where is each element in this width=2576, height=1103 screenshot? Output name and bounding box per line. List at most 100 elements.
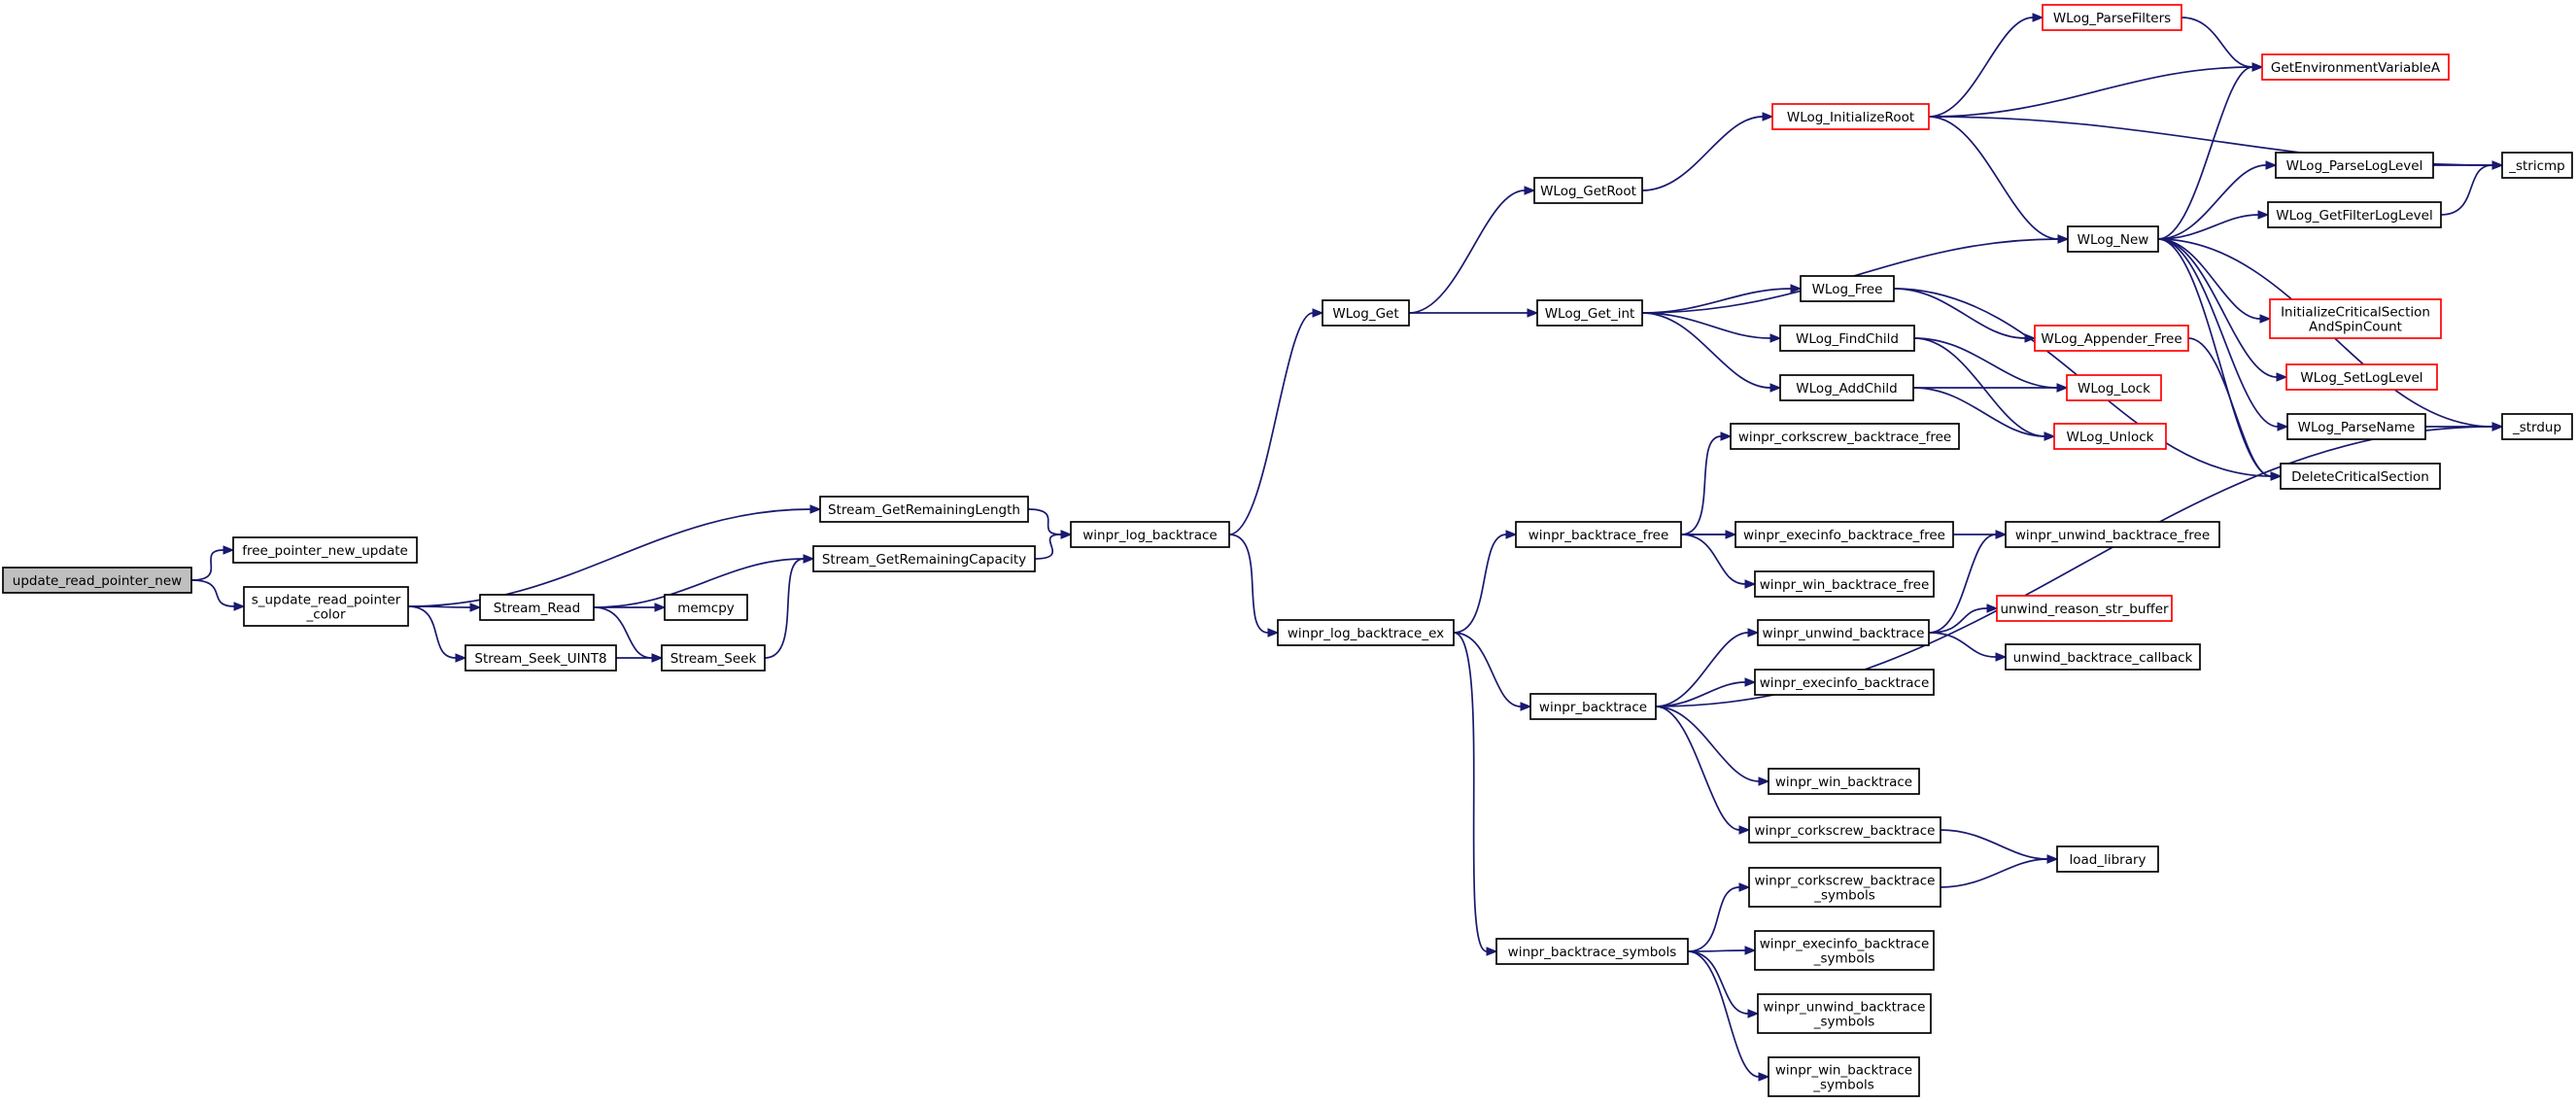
- node-wlog-getfilterloglevel[interactable]: WLog_GetFilterLogLevel: [2267, 201, 2442, 228]
- edge-s-update-read-pointer-color-to-stream-seek-uint8: [407, 605, 467, 663]
- node-winpr-corkscrew-backtrace[interactable]: winpr_corkscrew_backtrace: [1748, 816, 1941, 844]
- node-stream-seek-uint8[interactable]: Stream_Seek_UINT8: [464, 644, 617, 672]
- node-box: [1070, 521, 1230, 548]
- node-label: WLog_AddChild: [1796, 381, 1897, 396]
- node-label: InitializeCriticalSection: [2281, 305, 2430, 321]
- node-winpr-backtrace-free[interactable]: winpr_backtrace_free: [1515, 521, 1682, 548]
- node-winpr-log-backtrace-ex[interactable]: winpr_log_backtrace_ex: [1277, 619, 1455, 646]
- node-winpr-corkscrew-backtrace-symbols[interactable]: winpr_corkscrew_backtrace_symbols: [1748, 867, 1941, 908]
- edge-s-update-read-pointer-color-to-stream-read: [407, 603, 482, 612]
- node-winpr-win-backtrace-symbols[interactable]: winpr_win_backtrace_symbols: [1768, 1056, 1920, 1097]
- node-box: [1996, 595, 2173, 622]
- node-winpr-backtrace[interactable]: winpr_backtrace: [1529, 693, 1657, 720]
- node-wlog-parseloglevel[interactable]: WLog_ParseLogLevel: [2275, 152, 2434, 179]
- node-label: winpr_win_backtrace: [1775, 1063, 1912, 1079]
- node-label: winpr_execinfo_backtrace: [1760, 937, 1930, 952]
- node-box: [1754, 570, 1935, 598]
- node-wlog-get[interactable]: WLog_Get: [1322, 299, 1410, 327]
- node-stream-read[interactable]: Stream_Read: [479, 594, 595, 621]
- node--strdup[interactable]: _strdup: [2501, 413, 2573, 440]
- node-s-update-read-pointer-color[interactable]: s_update_read_pointer_color: [243, 586, 409, 627]
- edge-winpr-backtrace-to-winpr-unwind-backtrace: [1655, 628, 1760, 707]
- node-wlog-free[interactable]: WLog_Free: [1800, 275, 1895, 302]
- node-load-library[interactable]: load_library: [2056, 845, 2159, 873]
- node-box: [1529, 693, 1657, 720]
- edge-winpr-corkscrew-backtrace-to-load-library: [1940, 829, 2059, 864]
- node-wlog-new[interactable]: WLog_New: [2067, 225, 2159, 253]
- node-label: WLog_Appender_Free: [2041, 331, 2181, 347]
- node-box: [812, 545, 1036, 572]
- node-box: [1800, 275, 1895, 302]
- node-box: [1515, 521, 1682, 548]
- node-box: [1748, 867, 1941, 908]
- node-box: [1322, 299, 1410, 327]
- node-winpr-backtrace-symbols[interactable]: winpr_backtrace_symbols: [1495, 938, 1689, 965]
- node-stream-seek[interactable]: Stream_Seek: [661, 644, 766, 672]
- node-label: s_update_read_pointer: [252, 593, 401, 608]
- node-label: winpr_backtrace_free: [1528, 528, 1669, 543]
- node-wlog-findchild[interactable]: WLog_FindChild: [1779, 325, 1915, 352]
- node-wlog-parsename[interactable]: WLog_ParseName: [2286, 413, 2426, 440]
- node-memcpy[interactable]: memcpy: [664, 594, 748, 621]
- node-label: memcpy: [677, 601, 735, 616]
- node-winpr-win-backtrace[interactable]: winpr_win_backtrace: [1768, 768, 1920, 795]
- node-free-pointer-new-update[interactable]: free_pointer_new_update: [232, 536, 418, 564]
- node-unwind-reason-str-buffer[interactable]: unwind_reason_str_buffer: [1996, 595, 2173, 622]
- node-label: WLog_SetLogLevel: [2300, 370, 2422, 386]
- edge-wlog-new-to-getenvironmentvariablea: [2157, 62, 2264, 240]
- edge-wlog-addchild-to-wlog-unlock: [1912, 387, 2056, 441]
- node-label: winpr_corkscrew_backtrace_free: [1738, 430, 1951, 445]
- node-box: [2, 567, 192, 594]
- edge-wlog-getroot-to-wlog-initializeroot: [1641, 112, 1774, 191]
- node-winpr-unwind-backtrace[interactable]: winpr_unwind_backtrace: [1757, 619, 1930, 646]
- node-box: [2285, 363, 2438, 391]
- node-wlog-appender-free[interactable]: WLog_Appender_Free: [2034, 325, 2189, 352]
- node-label: WLog_Get: [1332, 306, 1398, 322]
- node-winpr-execinfo-backtrace[interactable]: winpr_execinfo_backtrace: [1754, 669, 1935, 696]
- edge-wlog-new-to-initializecriticalsectionandspincount: [2157, 238, 2272, 324]
- node-wlog-get-int[interactable]: WLog_Get_int: [1536, 299, 1643, 327]
- node-label: WLog_New: [2078, 232, 2149, 248]
- node-label: GetEnvironmentVariableA: [2271, 60, 2441, 76]
- node-wlog-lock[interactable]: WLog_Lock: [2066, 374, 2162, 401]
- node-label: winpr_win_backtrace: [1775, 775, 1912, 790]
- node-box: [2261, 53, 2450, 81]
- node-winpr-win-backtrace-free[interactable]: winpr_win_backtrace_free: [1754, 570, 1935, 598]
- node-stream-getremainingcapacity[interactable]: Stream_GetRemainingCapacity: [812, 545, 1036, 572]
- node-label: Stream_GetRemainingLength: [828, 502, 1020, 518]
- node-label: _symbols: [1813, 888, 1875, 904]
- node-wlog-parsefilters[interactable]: WLog_ParseFilters: [2042, 4, 2182, 31]
- node-getenvironmentvariablea[interactable]: GetEnvironmentVariableA: [2261, 53, 2450, 81]
- node-box: [1730, 423, 1960, 450]
- node-label: winpr_log_backtrace_ex: [1288, 626, 1444, 641]
- edge-wlog-new-to-wlog-parseloglevel: [2157, 160, 2278, 240]
- node-box: [1754, 669, 1935, 696]
- node-wlog-unlock[interactable]: WLog_Unlock: [2053, 423, 2167, 450]
- edge-wlog-initializeroot-to-wlog-parsefilters: [1928, 13, 2044, 118]
- node-unwind-backtrace-callback[interactable]: unwind_backtrace_callback: [2005, 643, 2201, 671]
- node-label: _color: [306, 607, 346, 623]
- node-deletecriticalsection[interactable]: DeleteCriticalSection: [2280, 463, 2441, 490]
- node-wlog-initializeroot[interactable]: WLog_InitializeRoot: [1771, 103, 1930, 130]
- node-wlog-setloglevel[interactable]: WLog_SetLogLevel: [2285, 363, 2438, 391]
- node-box: [243, 586, 409, 627]
- node-winpr-unwind-backtrace-free[interactable]: winpr_unwind_backtrace_free: [2005, 521, 2220, 548]
- node-winpr-execinfo-backtrace-free[interactable]: winpr_execinfo_backtrace_free: [1735, 521, 1954, 548]
- node-winpr-unwind-backtrace-symbols[interactable]: winpr_unwind_backtrace_symbols: [1757, 993, 1932, 1034]
- node-stream-getremaininglength[interactable]: Stream_GetRemainingLength: [819, 496, 1029, 523]
- node-winpr-execinfo-backtrace-symbols[interactable]: winpr_execinfo_backtrace_symbols: [1754, 930, 1935, 971]
- node-label: DeleteCriticalSection: [2291, 469, 2429, 485]
- edge-wlog-initializeroot-to-getenvironmentvariablea: [1928, 62, 2264, 118]
- node-winpr-corkscrew-backtrace-free[interactable]: winpr_corkscrew_backtrace_free: [1730, 423, 1960, 450]
- node-label: winpr_unwind_backtrace: [1763, 626, 1925, 641]
- node-wlog-addchild[interactable]: WLog_AddChild: [1779, 374, 1914, 401]
- node-box: [1277, 619, 1455, 646]
- node--stricmp[interactable]: _stricmp: [2501, 152, 2573, 179]
- node-update-read-pointer-new: update_read_pointer_new: [2, 567, 192, 594]
- node-wlog-getroot[interactable]: WLog_GetRoot: [1533, 177, 1643, 204]
- node-winpr-log-backtrace[interactable]: winpr_log_backtrace: [1070, 521, 1230, 548]
- node-box: [232, 536, 418, 564]
- node-label: WLog_Unlock: [2067, 430, 2154, 445]
